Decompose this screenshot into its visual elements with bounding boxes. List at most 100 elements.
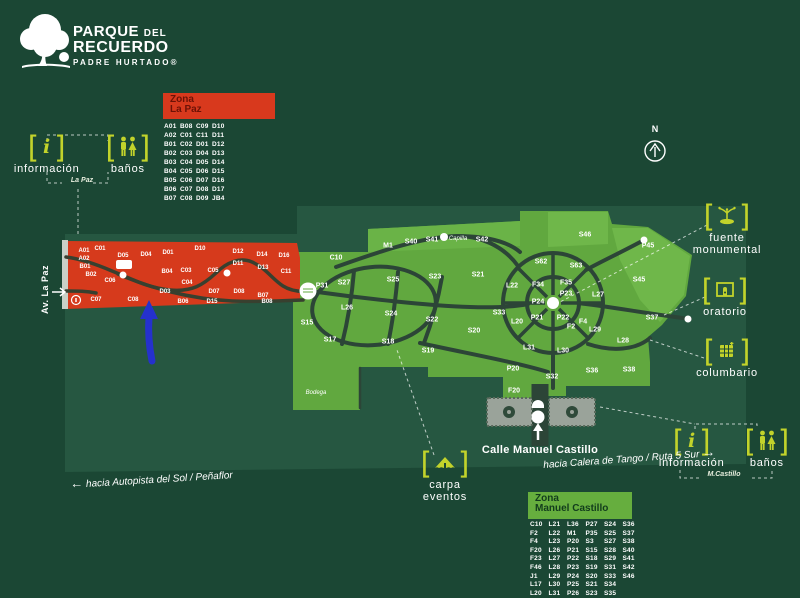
map-section-label: C05 (207, 268, 219, 274)
legend-code: J1 (530, 572, 538, 580)
legend-code: S15 (585, 546, 598, 554)
legend-code: P21 (567, 546, 580, 554)
legend-code: P22 (567, 555, 580, 563)
fuente-label-line1: fuente (709, 232, 745, 244)
zone-patch-s45 (612, 228, 690, 322)
legend-code: C02 (180, 141, 193, 148)
oratory-icon: [ ] (701, 272, 749, 308)
columbarium-icon: [ ] (703, 333, 751, 369)
legend-code: S37 (622, 529, 635, 537)
legend-code: B07 (164, 195, 177, 202)
blue-annotation-arrow (140, 300, 158, 365)
map-section-label: F35 (559, 279, 573, 287)
map-section-label: L26 (340, 304, 354, 312)
legend-code: D05 (196, 159, 209, 166)
legend-code: B05 (164, 177, 177, 184)
legend-code: S36 (622, 521, 635, 528)
legend-code: F20 (530, 546, 542, 554)
restrooms-icon: [ ] (744, 423, 790, 459)
map-section-label: P45 (641, 242, 655, 250)
map-section-label: D13 (257, 265, 269, 271)
legend-code: D16 (212, 177, 225, 184)
map-section-label: S27 (337, 279, 351, 287)
map-section-label: P21 (530, 314, 544, 322)
legend-code: B03 (164, 159, 177, 166)
legend-code: S3 (585, 538, 594, 546)
north-compass-icon (644, 140, 666, 162)
legend-code: L27 (548, 555, 561, 563)
legend-code: S40 (622, 546, 635, 554)
legend-la-paz-title1: Zona (170, 94, 194, 105)
legend-code: D17 (212, 186, 225, 193)
map-section-label: L20 (510, 318, 524, 326)
map-section-label: L29 (588, 326, 602, 334)
carpa-label-line1: carpa (429, 479, 461, 491)
map-section-label: D11 (232, 261, 244, 267)
map-section-label: C11 (280, 269, 292, 275)
info-icon: [i] (672, 423, 711, 459)
map-section-label: A01 (78, 248, 90, 254)
logo-line1: PARQUE (73, 23, 140, 40)
legend-code: L30 (548, 581, 561, 589)
legend-la-paz-title2: La Paz (170, 104, 202, 115)
map-section-label: L30 (556, 347, 570, 355)
map-section-label: S19 (421, 347, 435, 355)
map-section-label: C01 (94, 246, 106, 252)
map-section-label: S46 (578, 231, 592, 239)
legend-code: S27 (604, 538, 617, 546)
entrance-markers (531, 400, 545, 440)
map-section-label: D16 (278, 253, 290, 259)
legend-code: S42 (622, 563, 635, 571)
map-section-label: Capilla (448, 236, 468, 242)
legend-code: L29 (548, 572, 561, 580)
legend-code: L21 (548, 521, 561, 528)
map-section-label: S21 (471, 271, 485, 279)
map-section-label: S37 (645, 314, 659, 322)
m-castillo-banos-label: baños (749, 457, 784, 469)
legend-code: S31 (604, 563, 617, 571)
legend-code: S46 (622, 572, 635, 580)
map-section-label: D05 (117, 253, 129, 259)
legend-code: D13 (212, 150, 225, 157)
info-icon: [i] (27, 129, 66, 165)
map-section-label: B08 (261, 299, 273, 305)
legend-code: L28 (548, 563, 561, 571)
map-section-label: P31 (315, 282, 329, 290)
legend-code: F4 (530, 538, 538, 546)
logo-line2: RECUERDO (73, 39, 169, 56)
map-section-label: D07 (208, 289, 220, 295)
carpa-eventos-callout: [ ] carpa eventos (406, 448, 484, 503)
legend-code: D14 (212, 159, 225, 166)
legend-code: D11 (212, 132, 225, 139)
legend-code: F23 (530, 555, 542, 563)
legend-code: C11 (196, 132, 209, 139)
map-section-label: S38 (622, 366, 636, 374)
legend-code: C06 (180, 177, 193, 184)
callout-connectors (46, 134, 773, 479)
map-section-label: M1 (383, 242, 393, 250)
legend-code: D10 (212, 123, 225, 130)
park-logo-text: PARQUE DEL RECUERDO PADRE HURTADO® (73, 24, 179, 67)
legend-code: L23 (548, 538, 561, 546)
map-section-label: S33 (492, 309, 506, 317)
map-section-label: C03 (180, 268, 192, 274)
map-section-label: F2 (566, 323, 576, 331)
legend-code: D15 (212, 168, 225, 175)
map-section-label: P24 (531, 298, 545, 306)
legend-code: B02 (164, 150, 177, 157)
legend-code: S38 (622, 538, 635, 546)
legend-manuel-castillo-header: Zona Manuel Castillo (528, 492, 632, 519)
map-section-label: S45 (632, 276, 646, 284)
map-section-label: S32 (545, 373, 559, 381)
map-section-label: D01 (162, 250, 174, 256)
map-section-label: B06 (177, 299, 189, 305)
map-section-label: S22 (425, 316, 439, 324)
map-section-label: D12 (232, 249, 244, 255)
legend-code: S41 (622, 555, 635, 563)
